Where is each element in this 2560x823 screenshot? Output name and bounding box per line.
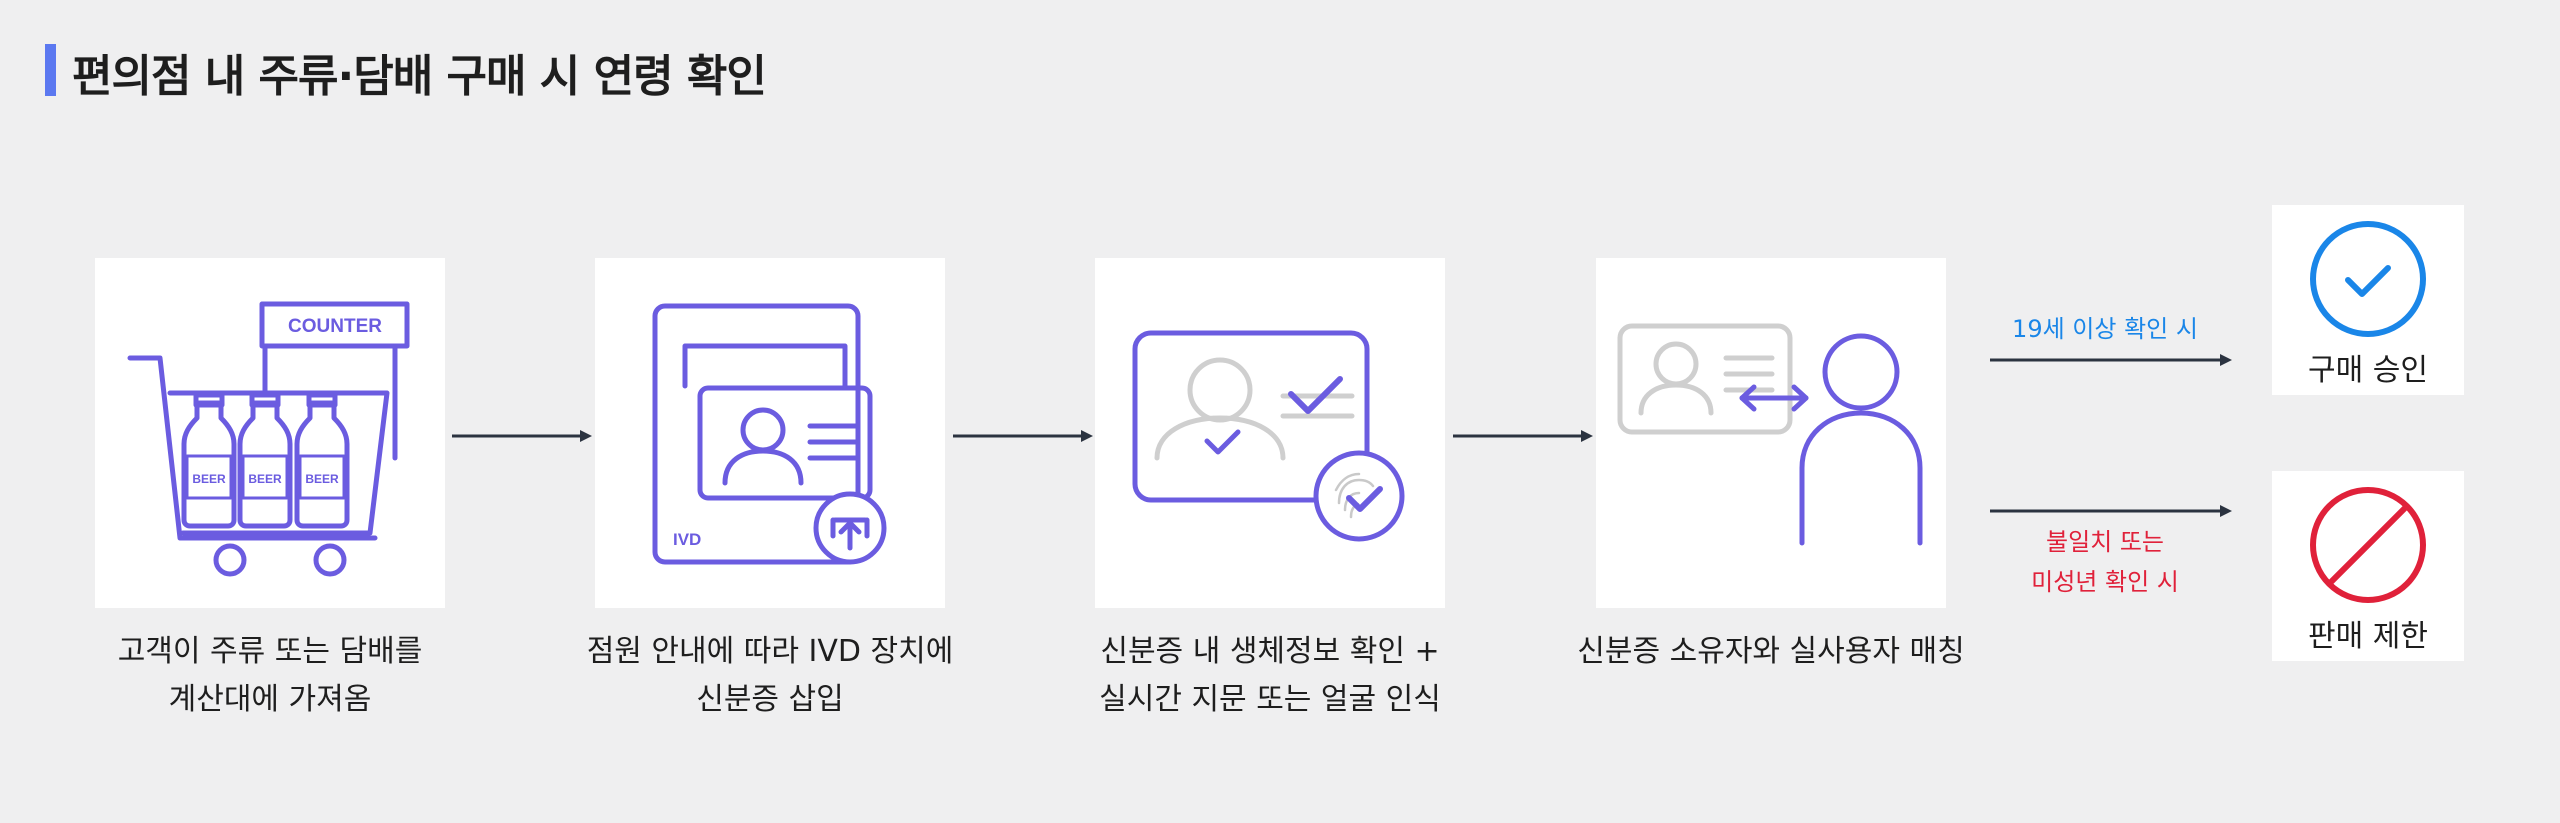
step-3-caption-line1: 신분증 내 생체정보 확인 + [1100, 634, 1440, 669]
shopping-cart-beer-icon: COUNTER BEER BEER BEER [127, 301, 410, 577]
prohibited-icon [2310, 487, 2426, 603]
page-title: 편의점 내 주류·담배 구매 시 연령 확인 [72, 51, 767, 102]
step-2-caption-line2: 신분증 삽입 [696, 682, 844, 717]
restrict-arrow [1990, 505, 2232, 517]
step-1-card: COUNTER BEER BEER BEER [95, 258, 445, 608]
step-2-card: IVD [595, 258, 945, 608]
approve-condition-label: 19세 이상 확인 시 [1990, 309, 2220, 349]
step-3-caption-line2: 실시간 지문 또는 얼굴 인식 [1099, 682, 1441, 717]
title-accent-bar [45, 44, 56, 96]
ivd-device-label: IVD [673, 530, 701, 549]
restrict-condition-label: 불일치 또는 미성년 확인 시 [1990, 522, 2220, 602]
id-person-match-icon [1617, 323, 1923, 546]
bottle-label: BEER [192, 472, 226, 486]
approve-condition-line1: 19세 이상 확인 시 [2012, 315, 2198, 343]
restrict-condition-line2: 미성년 확인 시 [2031, 568, 2179, 596]
restrict-condition-line1: 불일치 또는 [2045, 528, 2165, 556]
flow-arrow-1 [452, 430, 592, 442]
step-2-caption: 점원 안내에 따라 IVD 장치에 신분증 삽입 [555, 628, 985, 724]
restrict-result-card: 판매 제한 [2272, 471, 2464, 661]
approve-result-card: 구매 승인 [2272, 205, 2464, 395]
counter-label: COUNTER [288, 316, 382, 337]
bottle-label: BEER [248, 472, 282, 486]
step-1-caption-line1: 고객이 주류 또는 담배를 [117, 634, 423, 669]
step-1-caption-line2: 계산대에 가져옴 [168, 682, 372, 717]
restrict-result-label: 판매 제한 [2308, 619, 2428, 654]
check-circle-icon [2310, 221, 2426, 337]
step-2-caption-line1: 점원 안내에 따라 IVD 장치에 [586, 634, 954, 669]
step-4-caption: 신분증 소유자와 실사용자 매칭 [1556, 628, 1986, 676]
flow-arrow-2 [953, 430, 1093, 442]
step-3-caption: 신분증 내 생체정보 확인 + 실시간 지문 또는 얼굴 인식 [1055, 628, 1485, 724]
step-3-card [1095, 258, 1445, 608]
bottle-label: BEER [305, 472, 339, 486]
step-4-card [1596, 258, 1946, 608]
approve-arrow [1990, 354, 2232, 366]
step-4-caption-line1: 신분증 소유자와 실사용자 매칭 [1577, 634, 1965, 669]
approve-result-label: 구매 승인 [2308, 353, 2428, 388]
id-card-insert-icon: IVD [652, 303, 887, 565]
step-1-caption: 고객이 주류 또는 담배를 계산대에 가져옴 [55, 628, 485, 724]
flow-arrow-3 [1453, 430, 1593, 442]
id-card-fingerprint-check-icon [1132, 330, 1405, 542]
